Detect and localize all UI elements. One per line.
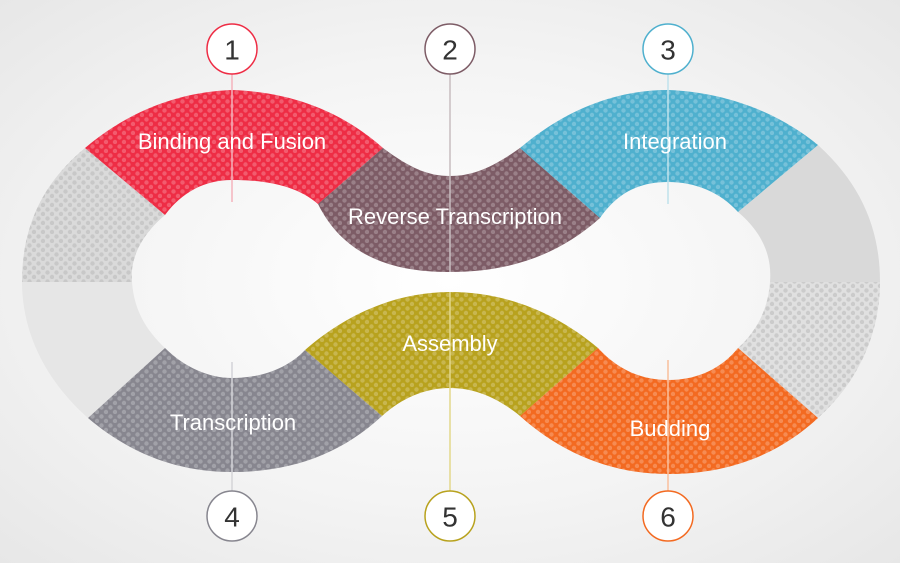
- step-4-badge: 4: [206, 490, 258, 542]
- step-2-number: 2: [442, 35, 458, 66]
- step-2-label: Reverse Transcription: [348, 204, 562, 229]
- step-3-badge: 3: [642, 23, 694, 75]
- step-5-number: 5: [442, 502, 458, 533]
- step-3-number: 3: [660, 35, 676, 66]
- step-1-label: Binding and Fusion: [138, 129, 326, 154]
- step-3-label: Integration: [623, 129, 727, 154]
- step-4-label: Transcription: [170, 410, 296, 435]
- step-6-label: Budding: [630, 416, 711, 441]
- step-6-badge: 6: [642, 490, 694, 542]
- step-1-number: 1: [224, 35, 240, 66]
- step-4-number: 4: [224, 502, 240, 533]
- step-5-label: Assembly: [402, 331, 497, 356]
- step-2-badge: 2: [424, 23, 476, 75]
- band-right-upper: [738, 145, 880, 282]
- step-6-number: 6: [660, 502, 676, 533]
- step-1-badge: 1: [206, 23, 258, 75]
- band-left-lower: [22, 282, 165, 418]
- step-5-badge: 5: [424, 490, 476, 542]
